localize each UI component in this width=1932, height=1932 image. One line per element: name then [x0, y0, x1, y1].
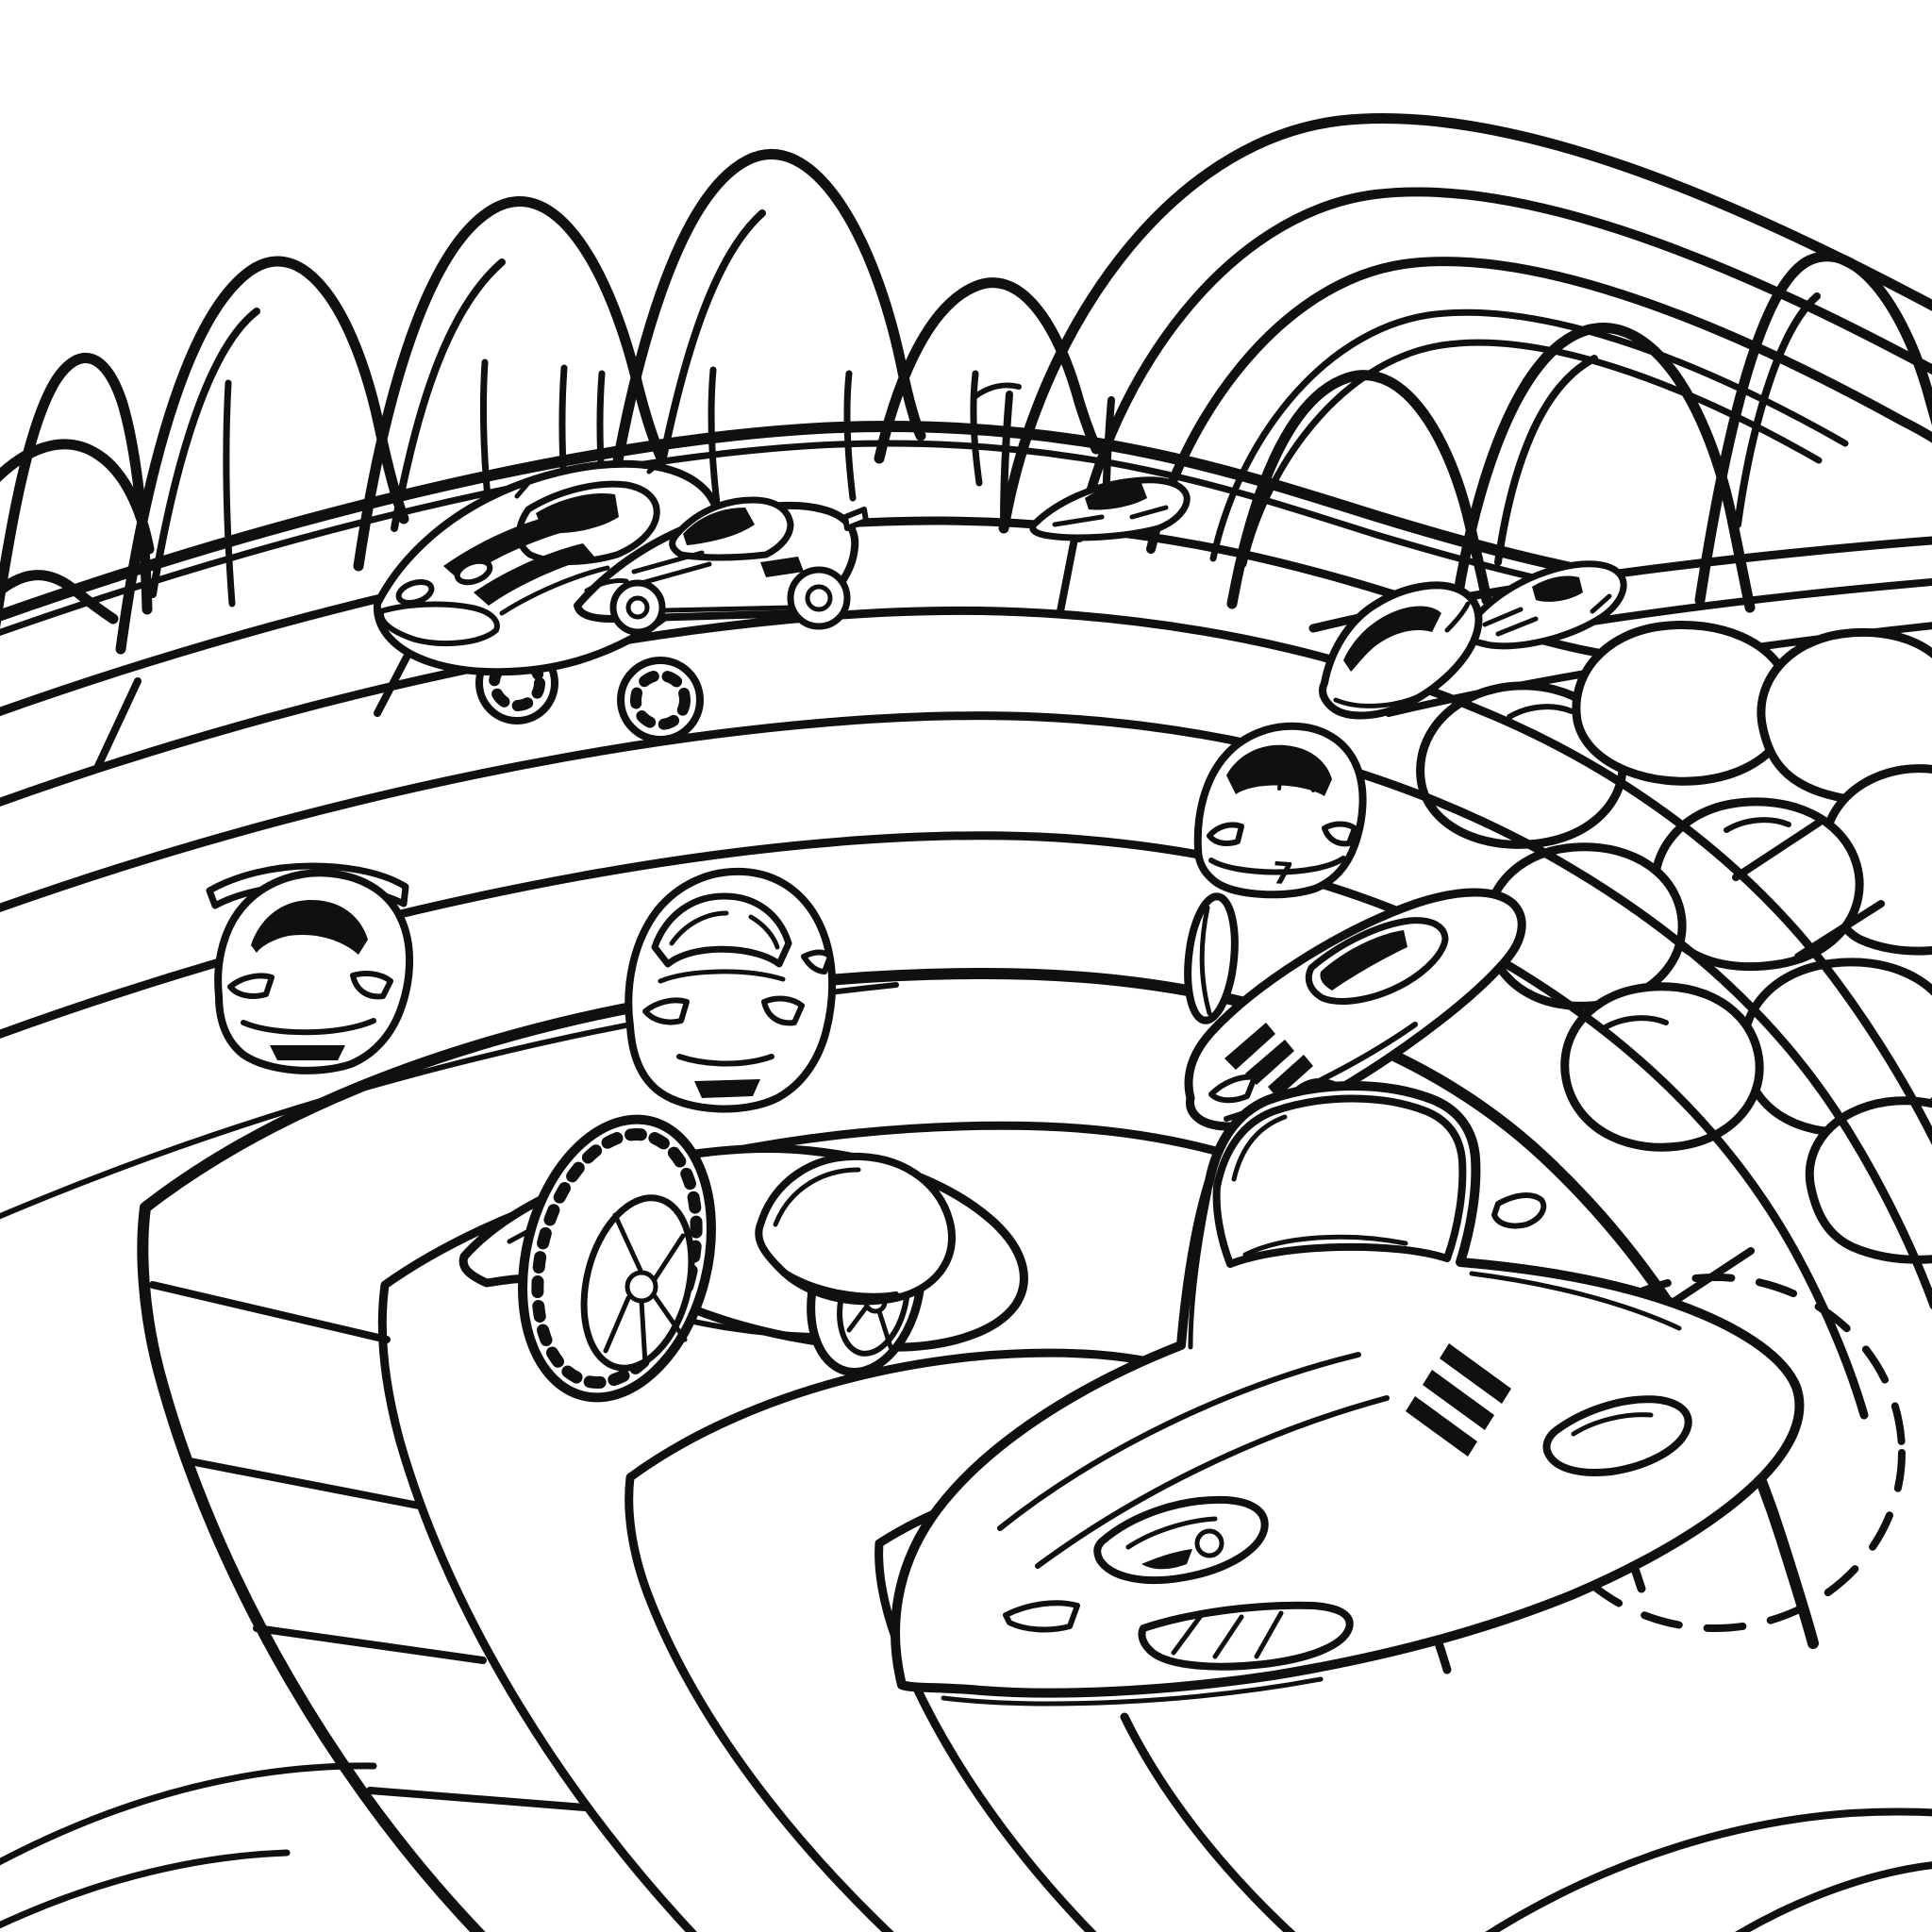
- car-6-right-headlight: [1542, 1395, 1692, 1476]
- car-11-distant-top: [1029, 476, 1191, 541]
- car-6-foreground-supercar: [891, 1081, 1805, 1707]
- car-1-top-supercar: [574, 496, 869, 636]
- car-6-intake: [1138, 1601, 1354, 1671]
- dashed-guide-circle: [1524, 1274, 1906, 1632]
- car-6-fog-scoop: [1003, 1600, 1080, 1633]
- crest-edge-inner: [0, 440, 1607, 637]
- car-8-wheel: [1184, 892, 1239, 1024]
- car-5-open-wheel: [458, 1114, 1028, 1403]
- crest-edge: [0, 421, 1615, 622]
- car-8-oncoming-racer: 7: [1184, 722, 1367, 1024]
- curb-rungs: [94, 530, 1885, 1811]
- car-4-compact-racer: [625, 867, 837, 1113]
- car-8-bumper-number: 7: [1271, 855, 1294, 891]
- rounded-hills-left: [0, 149, 1102, 655]
- arch-leg-left: [1000, 391, 1013, 528]
- car-10-distant-speedster: [1461, 560, 1627, 650]
- car-6-left-headlight: [1093, 1495, 1269, 1585]
- car-6-windshield: [1212, 1094, 1467, 1268]
- car-1-spoiler: [842, 507, 869, 531]
- car-4-mirror: [801, 949, 833, 974]
- car-9-fastback-coupe: [1319, 581, 1483, 720]
- car-3-winged-racer: [206, 862, 414, 1074]
- car-5-canopy: [755, 1152, 956, 1306]
- car-6-mirror: [1491, 1192, 1547, 1229]
